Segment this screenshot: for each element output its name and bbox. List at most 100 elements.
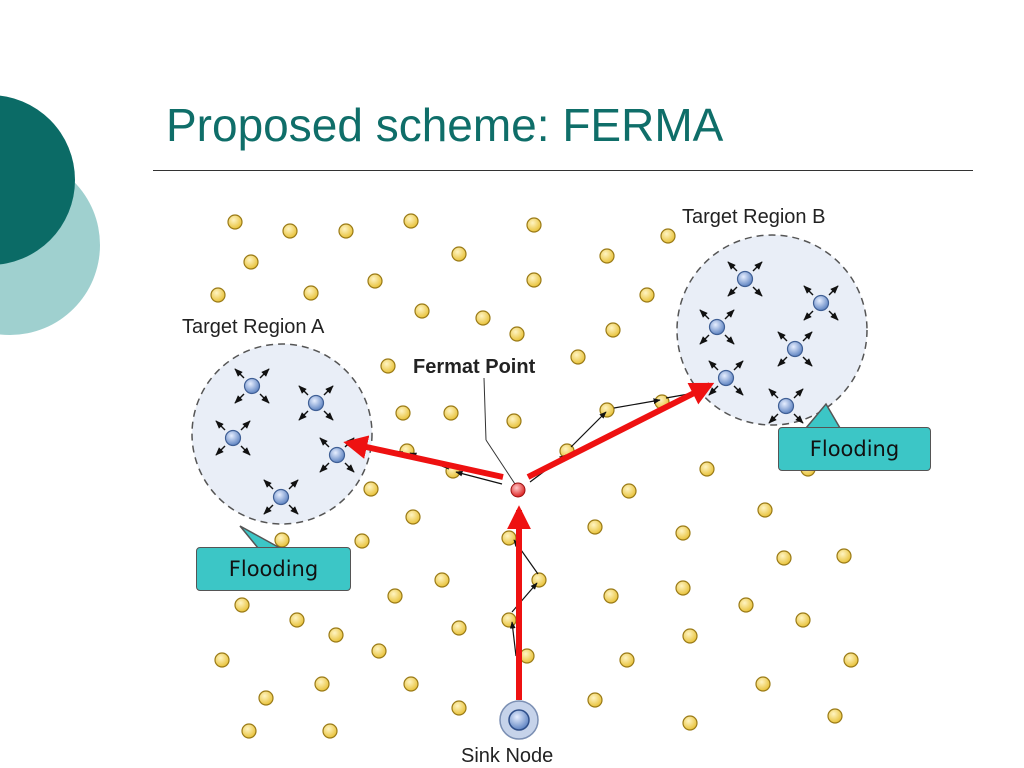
flooding-callout-b: Flooding [778, 427, 931, 471]
flood-arrow [777, 331, 788, 342]
sensor-node [227, 214, 243, 230]
target-node-dot [786, 340, 804, 358]
sensor-node [387, 588, 403, 604]
sensor-node [639, 287, 655, 303]
sensor-node [605, 322, 621, 338]
flood-arrow [802, 331, 813, 342]
flood-arrow [240, 420, 251, 431]
target-node-dot [328, 446, 346, 464]
sensor-node [599, 248, 615, 264]
sensor-node [619, 652, 635, 668]
sensor-node [509, 326, 525, 342]
sensor-node [289, 612, 305, 628]
sensor-node [451, 620, 467, 636]
forwarding-arrows [357, 390, 701, 657]
sensor-node [258, 690, 274, 706]
sensor-node [475, 310, 491, 326]
target-node [777, 331, 813, 367]
flood-arrow [724, 334, 735, 345]
sensor-node [434, 572, 450, 588]
title-divider [153, 170, 973, 171]
sensor-node [776, 550, 792, 566]
sensor-node [451, 246, 467, 262]
sensor-node [795, 612, 811, 628]
flood-arrow [288, 479, 299, 490]
fermat-pointer-line [483, 377, 487, 441]
flood-arrow [240, 445, 251, 456]
flood-arrow [298, 385, 309, 396]
sensor-node [836, 548, 852, 564]
label-target-region-b: Target Region B [682, 206, 825, 228]
sensor-node [675, 525, 691, 541]
flood-arrow [319, 462, 330, 473]
sensor-node [243, 254, 259, 270]
flood-arrow [344, 462, 355, 473]
sensor-node [682, 628, 698, 644]
forwarding-arrow [511, 582, 538, 613]
flood-arrow [298, 410, 309, 421]
flood-arrow [752, 261, 763, 272]
sensor-node [403, 676, 419, 692]
sensor-node [241, 723, 257, 739]
sensor-node [587, 692, 603, 708]
flood-arrow [215, 420, 226, 431]
fermat-pointer-line-2 [485, 439, 516, 485]
sensor-node [506, 413, 522, 429]
sensor-node [403, 213, 419, 229]
flood-arrow [777, 356, 788, 367]
flood-arrow [263, 504, 274, 515]
flood-arrow [724, 309, 735, 320]
sensor-node [354, 533, 370, 549]
flood-arrow [768, 388, 779, 399]
callout-pointer-a [239, 525, 281, 549]
sensor-node [303, 285, 319, 301]
sensor-node [371, 643, 387, 659]
flood-arrow [803, 310, 814, 321]
target-node [803, 285, 839, 321]
sensor-node [570, 349, 586, 365]
sensor-node [501, 612, 517, 628]
target-node-dot [736, 270, 754, 288]
sink-node [508, 709, 530, 731]
sensor-node [363, 481, 379, 497]
flood-arrow [708, 360, 719, 371]
sensor-node [367, 273, 383, 289]
target-node [768, 388, 804, 424]
flood-arrow [699, 309, 710, 320]
target-node-dot [777, 397, 795, 415]
flood-arrow [828, 310, 839, 321]
flood-arrow [802, 356, 813, 367]
flood-arrow [803, 285, 814, 296]
flood-arrow [234, 393, 245, 404]
flood-arrow [323, 410, 334, 421]
forwarding-arrow [613, 398, 661, 409]
sensor-node [414, 303, 430, 319]
route-arrow-fermat-to-b [526, 382, 715, 480]
flood-arrow [319, 437, 330, 448]
target-node [699, 309, 735, 345]
sensor-node [526, 217, 542, 233]
flood-arrow [699, 334, 710, 345]
flooding-callout-a: Flooding [196, 547, 351, 591]
target-region-b [676, 234, 868, 426]
forwarding-arrow [570, 411, 607, 448]
sensor-node [660, 228, 676, 244]
sensor-node [587, 519, 603, 535]
sensor-node [314, 676, 330, 692]
sensor-node [526, 272, 542, 288]
sensor-node [338, 223, 354, 239]
deco-circle-dark [0, 95, 75, 265]
forwarding-arrow [455, 470, 503, 485]
sensor-node [501, 530, 517, 546]
sensor-node [531, 572, 547, 588]
sensor-node [443, 405, 459, 421]
sensor-node [621, 483, 637, 499]
flood-arrow [263, 479, 274, 490]
sensor-node [395, 405, 411, 421]
decorative-circles [0, 95, 100, 335]
target-node-dot [717, 369, 735, 387]
sensor-node [234, 597, 250, 613]
target-node [234, 368, 270, 404]
slide-title: Proposed scheme: FERMA [166, 99, 724, 151]
